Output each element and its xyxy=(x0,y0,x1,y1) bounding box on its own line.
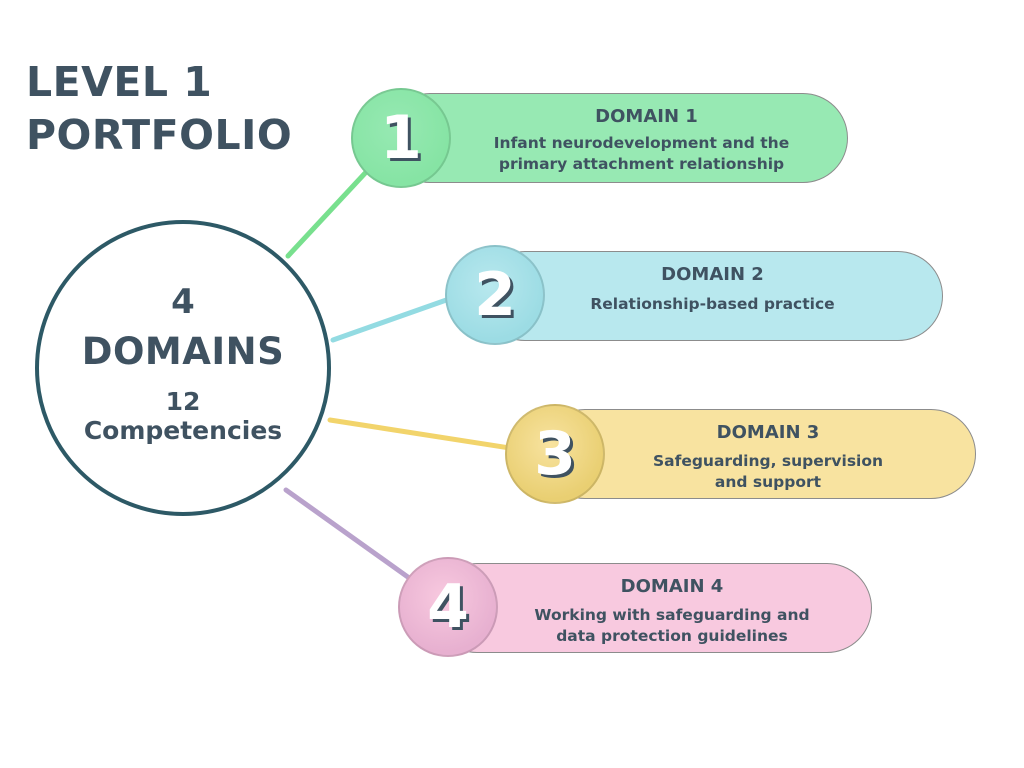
hub-domain-count: 4 xyxy=(171,282,195,322)
domain-3-number-badge: 3 xyxy=(505,404,605,504)
domain-3-card: DOMAIN 3 Safeguarding, supervision and s… xyxy=(540,409,976,499)
hub-competencies-label: Competencies xyxy=(83,416,283,445)
domain-4-description-line-1: Working with safeguarding and xyxy=(534,606,810,624)
domain-1-description-line-1: Infant neurodevelopment and the xyxy=(493,134,790,152)
domain-1-number-badge: 1 xyxy=(351,88,451,188)
title-line-2: PORTFOLIO xyxy=(26,111,293,159)
domain-4-heading: DOMAIN 4 xyxy=(620,576,724,597)
domain-2-card: DOMAIN 2 Relationship-based practice xyxy=(480,251,943,341)
domain-1-card: DOMAIN 1 Infant neurodevelopment and the… xyxy=(385,93,848,183)
page-title: LEVEL 1 PORTFOLIO xyxy=(26,56,292,162)
connector-domain-1 xyxy=(285,167,371,259)
hub-competencies-count: 12 xyxy=(165,387,201,416)
title-line-1: LEVEL 1 xyxy=(26,58,213,106)
domain-2-description-line-1: Relationship-based practice xyxy=(590,295,835,313)
hub-domains-label: DOMAINS xyxy=(81,330,285,373)
connector-domain-2 xyxy=(330,295,455,343)
domain-3-description-line-2: and support xyxy=(714,473,822,491)
connector-domain-3 xyxy=(327,417,513,451)
domain-4-card: DOMAIN 4 Working with safeguarding and d… xyxy=(432,563,872,653)
domain-4-description-line-2: data protection guidelines xyxy=(556,627,788,645)
domain-3-heading: DOMAIN 3 xyxy=(716,422,820,443)
domain-1-heading: DOMAIN 1 xyxy=(595,106,698,127)
domain-2-heading: DOMAIN 2 xyxy=(661,264,764,285)
domain-1-description-line-2: primary attachment relationship xyxy=(498,155,785,173)
hub-circle: 4 DOMAINS 12 Competencies xyxy=(35,220,331,516)
domain-3-description-line-1: Safeguarding, supervision xyxy=(652,452,884,470)
domain-2-number-badge: 2 xyxy=(445,245,545,345)
connector-domain-4 xyxy=(283,487,415,583)
domain-4-number-badge: 4 xyxy=(398,557,498,657)
